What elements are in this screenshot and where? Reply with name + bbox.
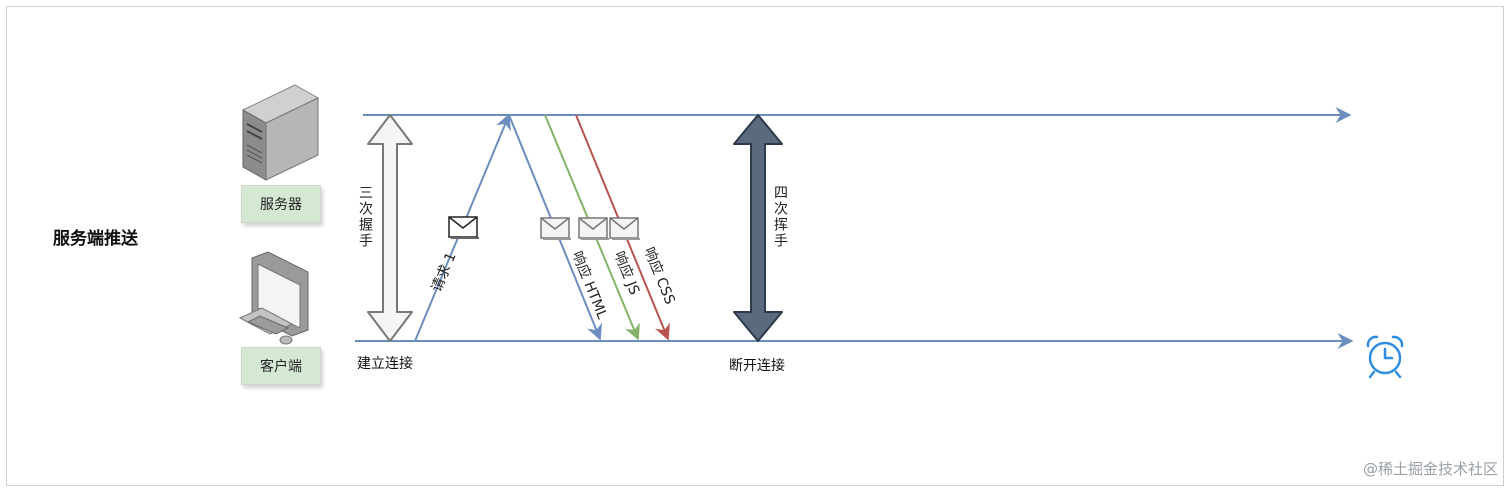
handshake-label: 三次握手 xyxy=(357,185,373,249)
handshake-arrow xyxy=(368,115,412,341)
server-label: 服务器 xyxy=(241,185,321,223)
server-icon xyxy=(243,85,318,180)
envelope-icon xyxy=(579,218,609,240)
computer-icon xyxy=(240,252,308,344)
watermark: @稀土掘金技术社区 xyxy=(1363,458,1498,479)
client-label: 客户端 xyxy=(241,347,321,385)
diagram-title: 服务端推送 xyxy=(53,224,138,249)
connect-label: 建立连接 xyxy=(357,353,413,373)
envelope-icon xyxy=(541,218,571,240)
envelope-icon xyxy=(610,218,640,240)
alarm-clock-icon xyxy=(1368,337,1402,377)
wave-label: 四次挥手 xyxy=(772,185,788,249)
envelope-icon xyxy=(449,217,479,239)
disconnect-label: 断开连接 xyxy=(729,355,785,375)
